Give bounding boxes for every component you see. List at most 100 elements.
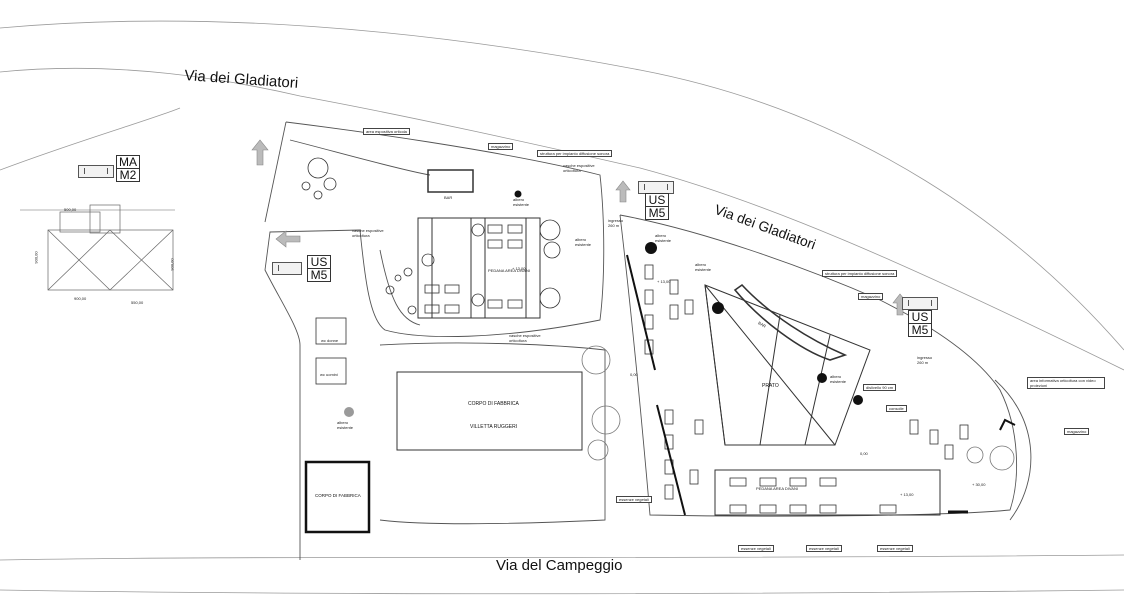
vegetation-3: [587, 439, 609, 461]
sound-structure-east: [704, 284, 871, 446]
vasca-6: [543, 241, 561, 259]
zone-code-bottom: M5: [909, 323, 931, 336]
tree-label-line2: esistente: [830, 379, 847, 384]
elevation-mark: 0,00: [860, 451, 868, 456]
tables-west: [424, 224, 523, 314]
dimension-label: 900,00: [33, 251, 39, 264]
factory-small-outline: [304, 460, 371, 534]
ingresso-label: ingresso 260 m: [917, 355, 932, 365]
zone-code-top: US: [911, 310, 929, 324]
tree-label: albero esistente: [337, 420, 353, 430]
tree-5: [853, 395, 863, 405]
factory-main-sublabel: VILLETTA RUGGERI: [470, 424, 518, 430]
east-park-boundary: [619, 214, 1018, 517]
label-vasche-2: vasche espositive orticoltura: [352, 228, 384, 238]
wc-men-label: wc uomini: [320, 372, 338, 377]
label-area-espositiva: area espositiva orticola: [363, 128, 410, 135]
inner-path: [289, 139, 431, 326]
tree-label-line1: albero: [513, 197, 525, 202]
tree-3: [712, 302, 724, 314]
west-road-edge: [0, 107, 181, 171]
factory-main-label: CORPO DI FABBRICA: [468, 401, 519, 407]
boundary-heavy-1: [626, 254, 656, 371]
wc-men-outline: [315, 357, 347, 385]
tree-label: albero esistente: [830, 374, 846, 384]
tree-label: albero esistente: [655, 233, 671, 243]
label-vasche-3: vasche espositive orticoltura: [509, 333, 541, 343]
label-struttura-1: struttura per impianto diffusione sonora: [537, 150, 613, 157]
vasca-11: [394, 274, 402, 282]
vasca-3: [301, 181, 311, 191]
vasca-7: [539, 287, 561, 309]
bar-east-outline: [733, 283, 848, 361]
vasca-10: [385, 285, 395, 295]
zone-code-top: MA: [119, 155, 137, 169]
elevation-mark: + 13,00: [657, 279, 671, 284]
zone-code-us-m5-west: US M5: [307, 255, 331, 282]
tables-east: [644, 264, 969, 514]
vasca-5: [539, 219, 561, 241]
wc-women-label: wc donne: [321, 338, 339, 343]
elevation-mark: + 30,00: [972, 482, 986, 487]
vegetation-1: [581, 345, 611, 375]
zone-code-us-m5-east: US M5: [908, 310, 932, 337]
tree-label-line2: esistente: [513, 202, 530, 207]
dimension-label: 900,00: [169, 258, 175, 271]
bar-west-outline: [427, 169, 474, 193]
pedana-east-label: PEDANA AREA DIVANI: [756, 486, 798, 491]
vasca-1: [307, 157, 329, 179]
entrance-arrow-1: [251, 139, 269, 166]
wc-women-outline: [315, 317, 347, 345]
entrance-arrow-3: [615, 180, 631, 203]
vasca-9: [471, 293, 485, 307]
zone-code-bottom: M5: [308, 268, 330, 281]
zone-code-us-m5-center: US M5: [645, 193, 669, 220]
tree-label-line1: albero: [575, 237, 587, 242]
tree-6: [344, 407, 354, 417]
park-boundary-west: [264, 121, 605, 560]
street-south-label: Via del Campeggio: [496, 557, 623, 574]
label-essenze-3: essenze vegetali: [806, 545, 842, 552]
entrance-arrow-2: [275, 230, 301, 248]
street-edge-south-outer: [0, 589, 1124, 595]
pedana-east-bottom: [714, 469, 941, 516]
ingresso-line2: 260 m: [917, 360, 929, 365]
tree-label-line1: albero: [695, 262, 707, 267]
tree-label: albero esistente: [695, 262, 711, 272]
vasca-13: [407, 305, 417, 315]
elevation-mark: + 13,00: [900, 492, 914, 497]
boundary-heavy-2: [656, 404, 686, 516]
label-essenze-1: essenze vegetali: [616, 496, 652, 503]
ingresso-line1: ingresso: [917, 355, 933, 360]
zone-sign-icon: [902, 297, 938, 310]
vasca-2: [323, 177, 337, 191]
vasca-12: [403, 267, 413, 277]
tree-label-line2: esistente: [655, 238, 672, 243]
street-edge-south-inner: [0, 554, 1124, 561]
vegetation-4: [989, 445, 1015, 471]
label-magazzino-2: magazzino: [858, 293, 884, 300]
label-struttura-2: struttura per impianto diffusione sonora: [822, 270, 898, 277]
prato-label: PRATO: [762, 383, 779, 389]
tree-label: albero esistente: [513, 197, 529, 207]
tree-label-line1: albero: [830, 374, 842, 379]
west-lot: [47, 204, 174, 291]
tree-2: [645, 242, 657, 254]
street-edge-north-outer: [0, 20, 1124, 351]
tree-label-line2: esistente: [575, 242, 592, 247]
zone-code-top: US: [310, 255, 328, 269]
dimension-label: 550,00: [131, 300, 144, 305]
vasca-8: [471, 223, 485, 237]
label-essenze-4: essenze vegetali: [877, 545, 913, 552]
dimension-label: 900,00: [74, 296, 87, 301]
street-edge-north-inner: [0, 67, 1124, 371]
tree-label-line2: esistente: [695, 267, 712, 272]
label-dislivello: dislivello 90 cm: [863, 384, 897, 391]
label-magazzino-1: magazzino: [488, 143, 514, 150]
vegetation-5: [966, 446, 984, 464]
tree-1: [514, 190, 522, 198]
label-vasche-1: vasche espositive orticoltura: [563, 163, 595, 173]
boundary-heavy-3: [999, 418, 1016, 431]
zone-code-bottom: M2: [117, 168, 139, 181]
